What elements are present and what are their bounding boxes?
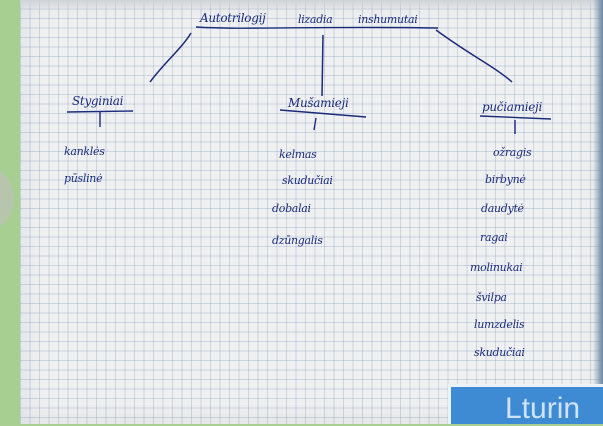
paper-shadow (20, 0, 603, 10)
col2-heading-underline (279, 109, 367, 118)
branch-right (435, 29, 513, 83)
branch-middle (321, 34, 324, 97)
side-circle-decoration (0, 170, 14, 228)
title-word-3: inshumutai (358, 13, 418, 26)
grid-paper (20, 0, 603, 424)
col3-item: ragai (480, 231, 508, 244)
col3-item: ožragis (493, 146, 532, 159)
col1-item: kanklės (64, 145, 105, 158)
branch-left (149, 32, 192, 83)
col3-item: švilpa (476, 291, 507, 304)
col2-item: dobalai (272, 202, 311, 215)
col1-item: pūslinė (64, 172, 103, 185)
col3-item: molinukai (470, 261, 523, 274)
col3-item: skudučiai (474, 346, 525, 359)
title-word-1: Autotrilogij (200, 11, 266, 25)
col3-heading: pučiamieji (482, 100, 543, 114)
col2-heading: Mušamieji (288, 96, 349, 110)
col3-item: daudytė (481, 202, 524, 215)
banner-text: Lturin (505, 392, 581, 425)
col2-item: dzūngalis (272, 234, 323, 247)
col2-item: skudučiai (282, 174, 333, 187)
slide-title-banner (448, 384, 603, 424)
col2-item: kelmas (279, 148, 317, 161)
col2-stem (313, 117, 317, 131)
col1-heading-underline (66, 110, 134, 113)
col3-heading-underline (479, 115, 552, 120)
title-word-2: lizadia (298, 13, 333, 26)
title-underline (195, 26, 439, 29)
col3-item: birbynė (485, 173, 526, 186)
col3-item: lumzdelis (474, 318, 525, 331)
right-edge-shadow (593, 0, 603, 424)
col1-heading: Styginiai (72, 94, 124, 108)
